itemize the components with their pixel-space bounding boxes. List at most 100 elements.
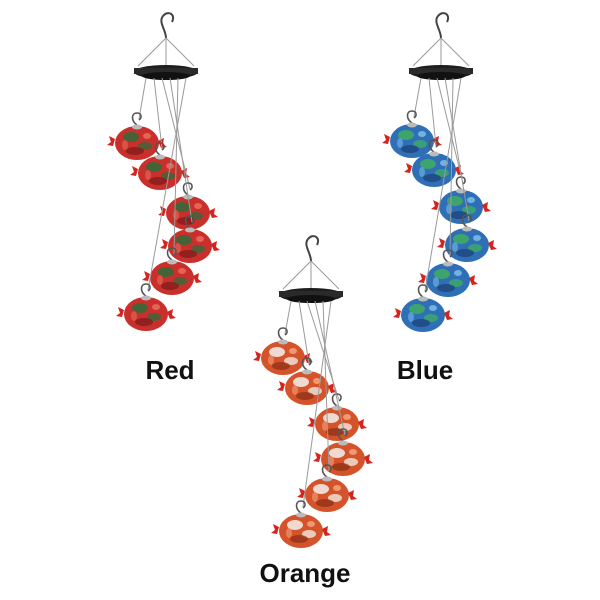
hanging-string xyxy=(153,77,163,150)
feeder-bulb xyxy=(401,296,445,332)
feeding-port xyxy=(211,241,220,251)
hanging-string xyxy=(424,77,462,292)
feeding-port xyxy=(209,208,218,218)
feeder-hook xyxy=(277,327,288,341)
feeding-port xyxy=(322,526,331,536)
feeding-port xyxy=(253,351,261,361)
feeder-hook xyxy=(455,176,466,190)
feeding-port xyxy=(488,240,497,250)
top-hook xyxy=(160,12,174,39)
feeding-port xyxy=(358,419,367,429)
top-hook xyxy=(305,235,319,262)
feeder-bulb xyxy=(261,339,305,375)
feeder-hook xyxy=(140,283,151,297)
feeding-port xyxy=(307,417,315,427)
feeding-port xyxy=(107,136,115,146)
label-orange: Orange xyxy=(259,558,351,588)
hanging-string xyxy=(428,77,437,147)
canopy-rim xyxy=(134,68,198,74)
label-red: Red xyxy=(145,355,195,385)
hanging-string xyxy=(173,77,179,255)
feeding-port xyxy=(393,308,401,318)
feeder-hook xyxy=(295,500,306,514)
feeder-bulb xyxy=(124,295,168,331)
feeding-port xyxy=(271,524,279,534)
feeding-port xyxy=(116,307,124,317)
feeder-bulb xyxy=(412,151,456,187)
product-red xyxy=(100,10,230,340)
hanging-string xyxy=(449,77,454,257)
feeding-port xyxy=(348,490,357,500)
hanging-string xyxy=(413,77,422,118)
canopy-rim xyxy=(409,68,473,74)
hanging-string xyxy=(322,300,330,472)
feeding-port xyxy=(130,166,138,176)
feeding-port xyxy=(482,202,491,212)
canopy-wire xyxy=(440,37,470,67)
feeding-port xyxy=(431,200,439,210)
hanging-string xyxy=(314,300,346,436)
feeder-bulb xyxy=(138,154,182,190)
chime-red xyxy=(107,12,220,331)
feeder-hook xyxy=(166,247,177,261)
canopy-wire xyxy=(412,37,442,67)
feeder-hook xyxy=(406,110,417,124)
feeder-bulb xyxy=(115,124,159,160)
feeding-port xyxy=(469,275,478,285)
feeder-bulb xyxy=(305,476,349,512)
hanging-string xyxy=(302,300,332,508)
canopy-wire xyxy=(282,260,312,290)
hanging-string xyxy=(436,77,464,184)
hanging-string xyxy=(169,77,193,223)
hanging-string xyxy=(298,300,310,365)
feeder-bulb xyxy=(315,405,359,441)
top-hook xyxy=(435,12,449,39)
feeder-hook xyxy=(154,142,165,156)
product-orange xyxy=(245,233,375,563)
feeder-hook xyxy=(182,182,193,196)
label-blue: Blue xyxy=(396,355,454,385)
feeder-bulb xyxy=(285,369,329,405)
feeding-port xyxy=(437,238,445,248)
feeding-port xyxy=(404,163,412,173)
feeder-hook xyxy=(442,249,453,263)
feeder-bulb xyxy=(426,261,470,297)
canopy-wire xyxy=(165,37,195,67)
canopy-wire xyxy=(310,260,340,290)
feeder-hook xyxy=(131,112,142,126)
feeder-hook xyxy=(331,393,342,407)
feeder-bulb xyxy=(439,188,483,224)
feeding-port xyxy=(160,239,168,249)
product-blue xyxy=(375,10,505,340)
feeder-hook xyxy=(321,464,332,478)
canopy-rim xyxy=(279,291,343,297)
feeding-port xyxy=(313,452,321,462)
feeding-port xyxy=(444,310,453,320)
feeder-bulb xyxy=(390,122,434,158)
hanging-string xyxy=(147,77,187,291)
feeder-bulb xyxy=(150,259,194,295)
feeding-port xyxy=(382,134,390,144)
feeding-port xyxy=(418,273,426,283)
chime-blue xyxy=(382,12,497,332)
feeder-bulb xyxy=(279,512,323,548)
feeder-hook xyxy=(461,214,472,228)
canopy-bottom xyxy=(287,295,335,303)
feeder-hook xyxy=(337,428,348,442)
feeding-port xyxy=(167,309,176,319)
feeder-bulb xyxy=(321,440,365,476)
feeding-port xyxy=(364,454,373,464)
feeding-port xyxy=(142,271,150,281)
feeder-bulb xyxy=(168,227,212,263)
hanging-string xyxy=(138,77,147,120)
feeding-port xyxy=(193,273,202,283)
feeding-port xyxy=(297,488,305,498)
feeder-bulb xyxy=(166,194,210,230)
canopy-wire xyxy=(137,37,167,67)
canopy-bottom xyxy=(142,72,190,80)
feeder-bulb xyxy=(445,226,489,262)
chime-orange xyxy=(253,235,373,548)
hanging-string xyxy=(444,77,470,222)
feeder-hook xyxy=(301,357,312,371)
feeder-hook xyxy=(428,139,439,153)
